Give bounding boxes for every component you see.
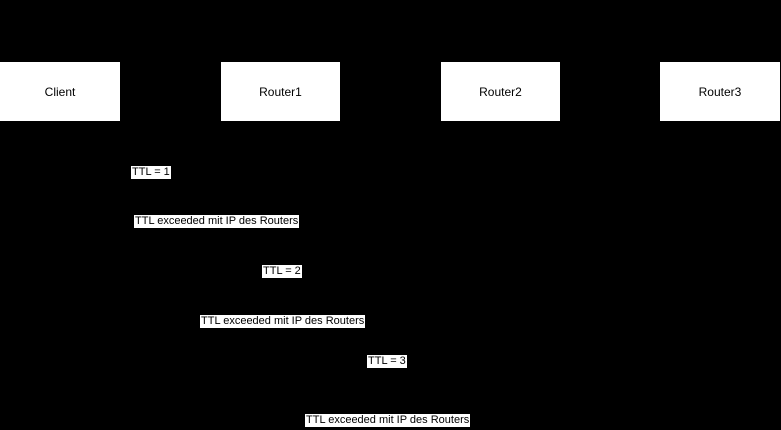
message-label-ttl-exceeded-2: TTL exceeded mit IP des Routers bbox=[200, 315, 366, 328]
actor-box-router2: Router2 bbox=[441, 62, 560, 121]
actor-label-client: Client bbox=[44, 84, 76, 99]
actor-label-router3: Router3 bbox=[698, 84, 742, 99]
actor-box-client: Client bbox=[0, 62, 120, 121]
message-label-ttl-3: TTL = 3 bbox=[367, 355, 407, 368]
message-label-ttl-exceeded-3: TTL exceeded mit IP des Routers bbox=[305, 414, 471, 427]
message-label-ttl-2: TTL = 2 bbox=[262, 265, 302, 278]
actor-box-router1: Router1 bbox=[221, 62, 340, 121]
message-label-ttl-1: TTL = 1 bbox=[131, 166, 171, 179]
actor-label-router1: Router1 bbox=[259, 84, 302, 99]
message-label-ttl-exceeded-1: TTL exceeded mit IP des Routers bbox=[134, 215, 300, 228]
actor-label-router2: Router2 bbox=[479, 84, 522, 99]
actor-box-router3: Router3 bbox=[660, 62, 780, 121]
